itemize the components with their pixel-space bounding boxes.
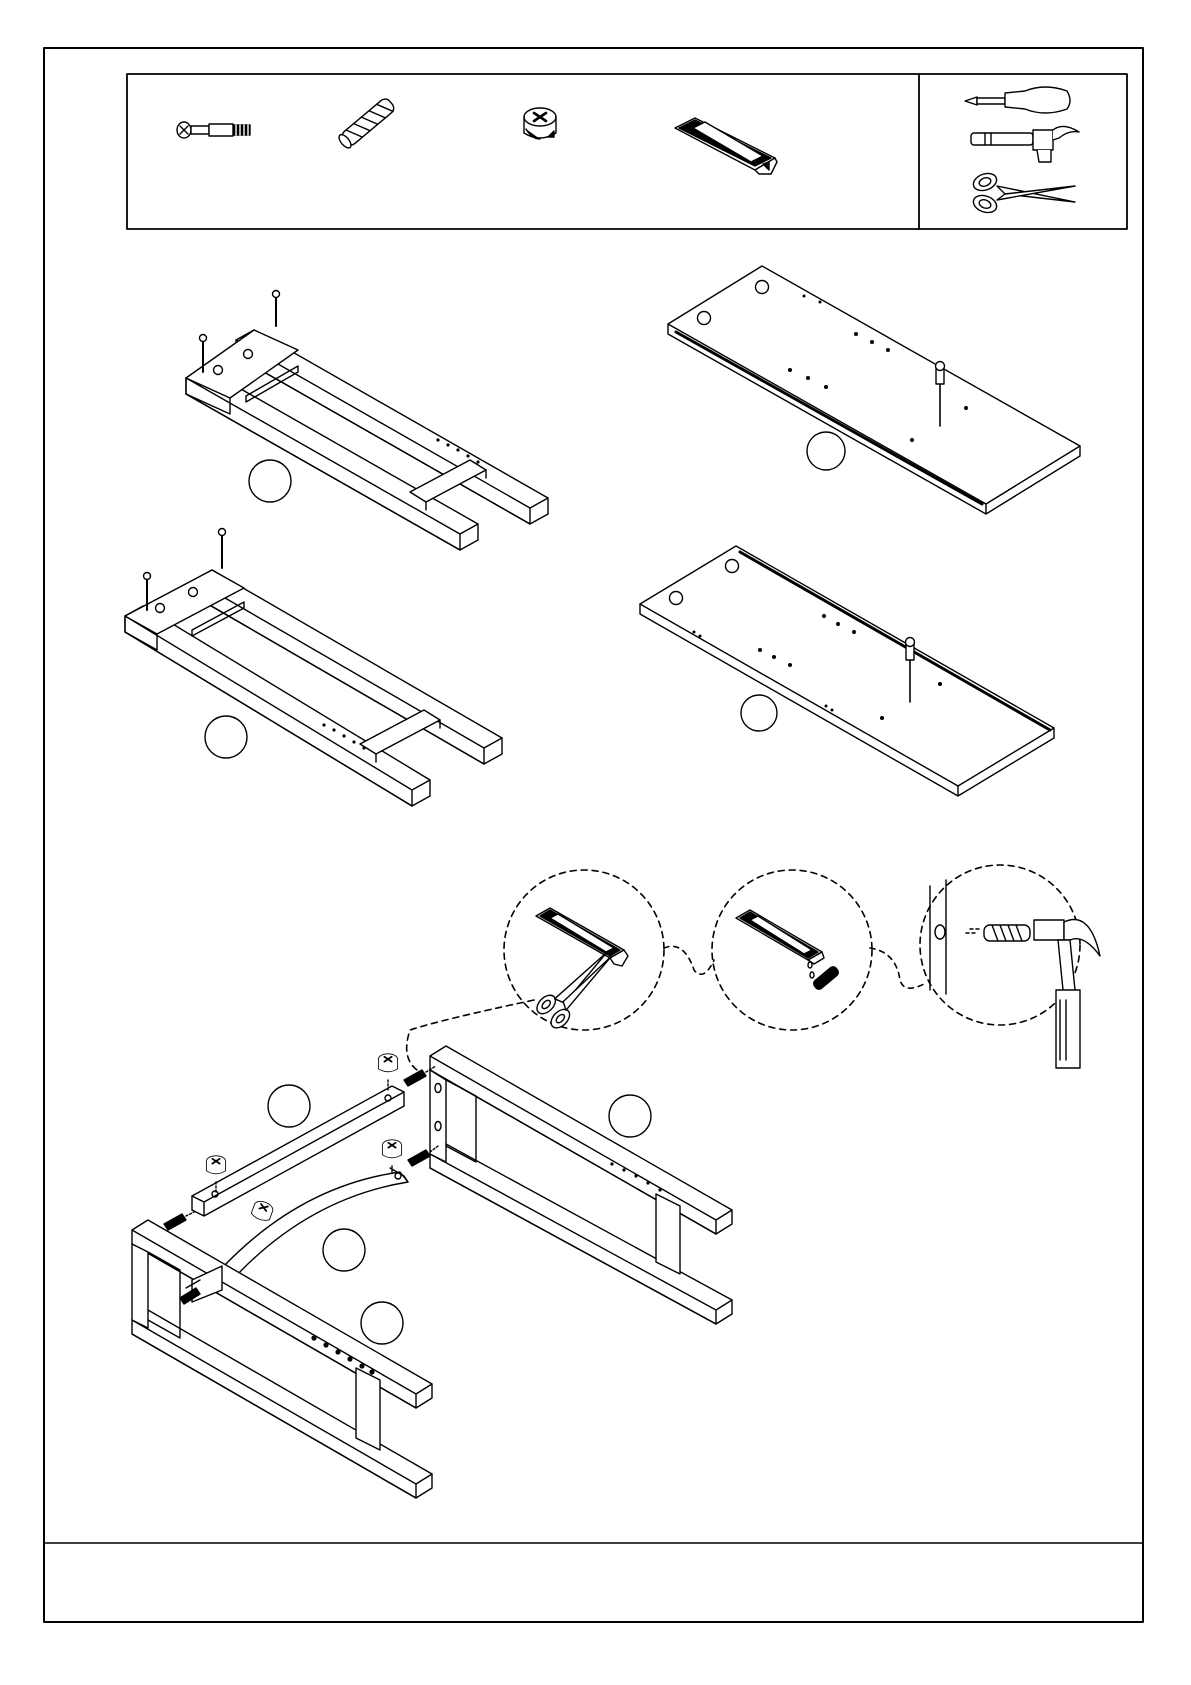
cam-bolt-icon (177, 122, 250, 138)
detail-connector (870, 948, 924, 988)
part-callout (807, 432, 845, 470)
detail-connector (664, 946, 714, 974)
main-assembly (132, 1046, 732, 1498)
glue-packet-icon (736, 910, 824, 964)
detail-cut-glue-packet (504, 870, 664, 1031)
part-callout (323, 1229, 365, 1271)
scissors-icon (971, 170, 1075, 215)
cam-lock-icon (378, 1054, 397, 1072)
part-callout (741, 695, 777, 731)
cam-lock-icon (382, 1140, 401, 1158)
glue-drop-icon (808, 962, 814, 978)
part-callout (249, 460, 291, 502)
page-border (44, 48, 1143, 1622)
cam-lock-icon (250, 1199, 274, 1222)
wood-dowel-icon (966, 925, 1030, 941)
side-frame-b (125, 529, 502, 807)
part-callout (361, 1302, 403, 1344)
detail-apply-glue-to-dowel (712, 870, 872, 1030)
side-frame-a (186, 291, 548, 551)
panel-a (668, 266, 1080, 514)
part-callout (205, 716, 247, 758)
detail-tap-dowel-into-hole (920, 865, 1100, 1068)
screwdriver-icon (965, 87, 1070, 113)
cam-lock-icon (206, 1156, 225, 1174)
glue-packet-icon (675, 118, 777, 174)
hammer-icon (971, 126, 1079, 162)
wood-dowel-icon (337, 97, 396, 150)
part-callout (609, 1095, 651, 1137)
hammer-icon (1034, 920, 1100, 1068)
glue-packet-icon (536, 908, 628, 966)
hardware-box (127, 74, 1127, 229)
cam-lock-icon (524, 108, 556, 139)
part-callout (268, 1085, 310, 1127)
wood-dowel-icon (812, 965, 840, 991)
detail-sequence (407, 865, 1100, 1072)
panel-b (640, 546, 1054, 796)
